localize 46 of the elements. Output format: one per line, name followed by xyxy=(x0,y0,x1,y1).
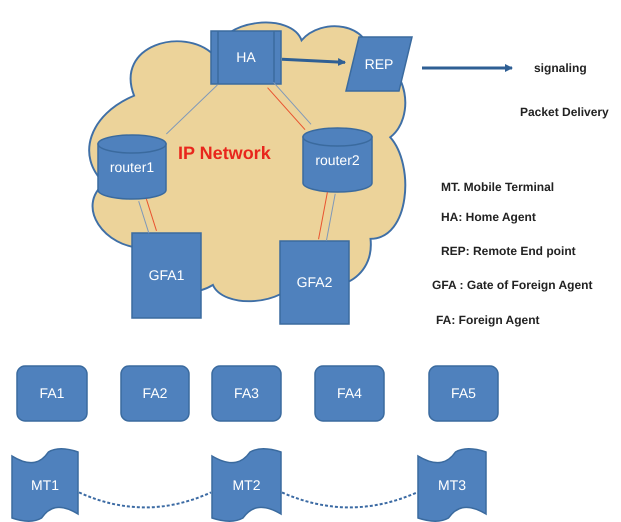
router-cylinder xyxy=(302,127,373,193)
agent-box xyxy=(211,365,282,422)
connector xyxy=(146,198,157,232)
node-label: FA1 xyxy=(40,384,64,403)
agent-box xyxy=(314,365,385,422)
connector xyxy=(267,87,306,130)
node-label: FA5 xyxy=(451,384,476,403)
terminal-shape xyxy=(417,448,487,522)
connector xyxy=(166,84,218,134)
node-label: MT2 xyxy=(232,476,260,494)
parallelogram-node xyxy=(345,36,413,92)
connector xyxy=(78,491,212,508)
node-label: router1 xyxy=(110,158,154,176)
connector xyxy=(318,192,328,240)
network-label: IP Network xyxy=(178,142,271,165)
node-label: MT3 xyxy=(438,476,466,494)
definition-text: FA: Foreign Agent xyxy=(436,312,540,329)
router-cylinder xyxy=(97,134,167,200)
node-label: MT1 xyxy=(31,476,59,494)
gateway-box xyxy=(279,240,350,325)
node-label: FA2 xyxy=(142,384,168,403)
node-label: HA xyxy=(236,48,256,67)
gateway-box xyxy=(131,232,202,319)
process-box xyxy=(210,30,282,85)
node-label: REP xyxy=(364,54,394,74)
terminal-shape xyxy=(211,448,282,522)
node-label: router2 xyxy=(315,150,360,170)
connector xyxy=(326,193,336,242)
definition-text: GFA : Gate of Foreign Agent xyxy=(432,277,592,294)
node-label: FA3 xyxy=(234,384,259,403)
definition-text: HA: Home Agent xyxy=(441,209,536,226)
node-label: GFA1 xyxy=(148,266,184,285)
definition-text: MT. Mobile Terminal xyxy=(441,179,554,196)
agent-box xyxy=(120,365,190,422)
legend-label: Packet Delivery xyxy=(520,104,609,121)
connector xyxy=(282,491,418,508)
node-label: FA4 xyxy=(337,384,362,403)
node-label: GFA2 xyxy=(296,273,332,292)
agent-box xyxy=(428,365,499,422)
terminal-shape xyxy=(11,448,79,522)
legend-label: signaling xyxy=(534,60,587,77)
definition-text: REP: Remote End point xyxy=(441,243,576,260)
agent-box xyxy=(16,365,88,422)
connector xyxy=(282,58,346,66)
connector xyxy=(138,200,150,234)
connector xyxy=(273,82,312,125)
